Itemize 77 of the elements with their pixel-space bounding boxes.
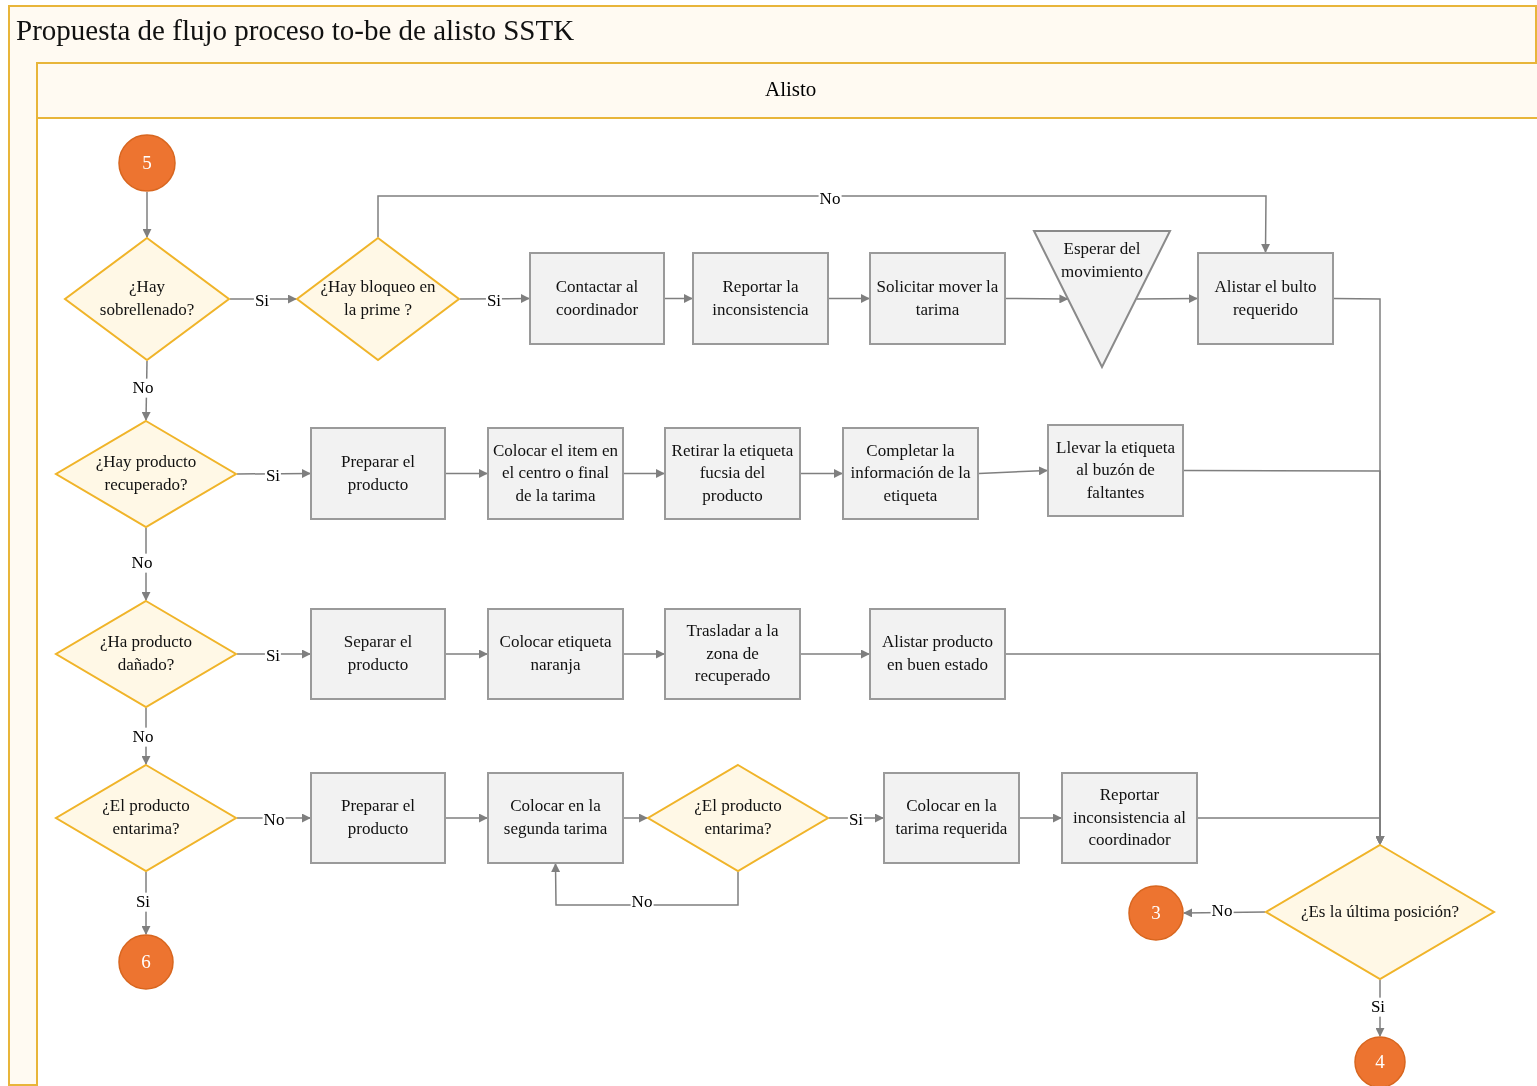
node-label: Solicitar mover la tarima	[875, 275, 1000, 321]
process-box	[1197, 252, 1334, 345]
node-label: ¿Hay producto recuperado?	[94, 451, 198, 496]
node-label: Alistar producto en buen estado	[881, 631, 994, 676]
node-label: Preparar el producto	[339, 795, 417, 840]
arrow	[1197, 817, 1385, 845]
node-label: 4	[1375, 1050, 1385, 1075]
arrow	[800, 649, 870, 659]
node-label: Reportar inconsistencia al coordinador	[1072, 784, 1187, 852]
node-label: Separar el producto	[342, 631, 414, 676]
process-box	[310, 427, 446, 520]
edge-label: No	[131, 727, 155, 747]
arrow	[623, 649, 665, 659]
process-box	[842, 427, 979, 520]
arrow	[551, 863, 739, 906]
node-label: Retirar la etiqueta fucsia del producto	[670, 439, 795, 507]
node-label: ¿El producto entarima?	[101, 795, 191, 840]
process-box	[1061, 772, 1198, 864]
node-label: Alistar el bulto requerido	[1213, 275, 1318, 321]
arrow	[1135, 294, 1198, 304]
arrow	[377, 195, 1271, 253]
node-label: Contactar al coordinador	[554, 275, 640, 321]
node-label: ¿Hay sobrellenado?	[98, 276, 196, 321]
node-label: Colocar etiqueta naranja	[498, 631, 613, 676]
arrow	[142, 191, 152, 238]
edge-label: Si	[134, 892, 152, 912]
node-label: Trasladar a la zona de recuperado	[685, 620, 780, 688]
process-box	[664, 608, 801, 700]
arrow	[623, 813, 648, 823]
node-label: 5	[142, 151, 152, 176]
node-label: Colocar en la tarima requerida	[894, 795, 1009, 840]
process-box	[664, 427, 801, 520]
node-label: ¿El producto entarima?	[693, 795, 783, 840]
edge-label: No	[131, 378, 155, 398]
process-box	[692, 252, 829, 345]
swimlane	[36, 62, 1537, 1086]
node-label: 3	[1151, 901, 1161, 926]
node-label: ¿Hay bloqueo en la prime ?	[319, 276, 437, 321]
arrow	[236, 469, 311, 479]
arrow	[664, 294, 693, 303]
node-label: Completar la información de la etiqueta	[849, 439, 972, 507]
process-box	[310, 608, 446, 700]
diagram-title: Propuesta de flujo proceso to-be de alisto SSTK	[16, 14, 575, 47]
node-label: Reportar la inconsistencia	[711, 275, 810, 321]
process-box	[487, 427, 624, 520]
lane-title: Alisto	[765, 77, 817, 102]
arrow	[1019, 813, 1062, 823]
edge-label: Si	[1369, 997, 1387, 1017]
arrow	[623, 469, 665, 478]
node-label: Colocar el item en el centro o final de la tarima	[492, 439, 619, 507]
arrow	[445, 649, 488, 659]
node-label: ¿Ha producto dañado?	[98, 631, 194, 676]
process-box	[1047, 424, 1184, 517]
node-label: Preparar el producto	[339, 450, 417, 496]
node-label: Esperar del movimiento	[1059, 238, 1145, 283]
edge-label: No	[130, 553, 154, 573]
process-box	[869, 252, 1006, 345]
node-label: Llevar la etiqueta al buzón de faltantes	[1055, 436, 1176, 504]
process-box	[869, 608, 1006, 700]
node-label: 6	[141, 950, 151, 975]
arrow	[828, 294, 870, 303]
node-label: Colocar en la segunda tarima	[502, 795, 609, 840]
arrow	[141, 871, 151, 935]
process-box	[883, 772, 1020, 864]
arrow	[459, 294, 530, 304]
arrow	[1375, 979, 1385, 1037]
process-box	[487, 772, 624, 864]
arrow	[978, 466, 1048, 476]
node-label: ¿Es la última posición?	[1300, 900, 1460, 923]
arrow	[141, 360, 151, 421]
arrow	[800, 469, 843, 478]
arrow	[445, 813, 488, 823]
process-box	[487, 608, 624, 700]
process-box	[310, 772, 446, 864]
arrow	[445, 469, 488, 478]
process-box	[529, 252, 665, 345]
arrow	[1005, 294, 1069, 304]
